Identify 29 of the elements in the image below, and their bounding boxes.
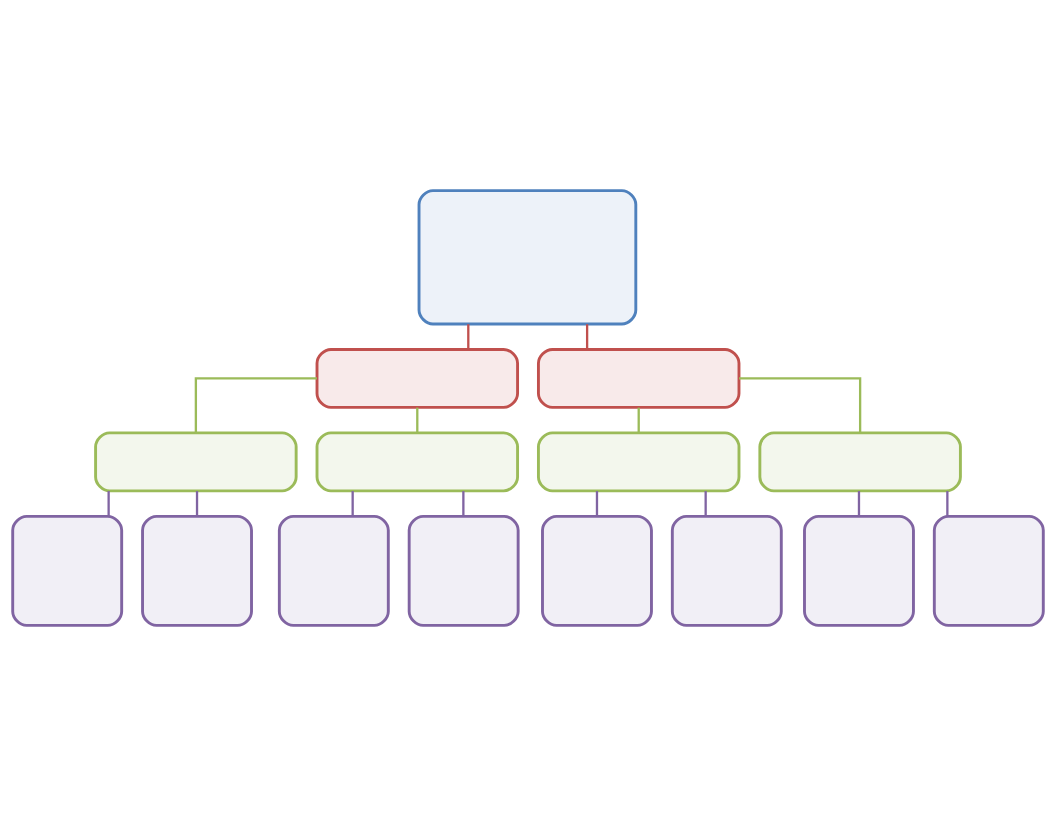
connector <box>637 407 640 433</box>
node-box <box>536 348 741 409</box>
node-box <box>803 514 915 627</box>
connector <box>585 324 589 350</box>
node-box <box>11 514 124 627</box>
node-box <box>670 514 783 627</box>
connector <box>946 491 949 517</box>
connector <box>857 491 861 517</box>
connector <box>416 407 419 433</box>
node-box <box>277 514 390 627</box>
node-box <box>758 431 962 493</box>
connector <box>739 377 862 433</box>
node-box <box>932 514 1045 627</box>
connector <box>351 491 354 517</box>
connector <box>194 377 317 433</box>
node-box <box>315 348 520 409</box>
node-box <box>417 189 638 326</box>
node-box <box>141 514 253 627</box>
node-box <box>536 431 741 493</box>
connector <box>462 491 465 517</box>
connector <box>107 491 110 517</box>
connector <box>195 491 199 517</box>
node-box <box>541 514 653 627</box>
connector <box>595 491 599 517</box>
node-box <box>407 514 520 627</box>
connector <box>467 324 470 350</box>
node-box <box>94 431 298 493</box>
connector <box>704 491 707 517</box>
node-box <box>315 431 520 493</box>
